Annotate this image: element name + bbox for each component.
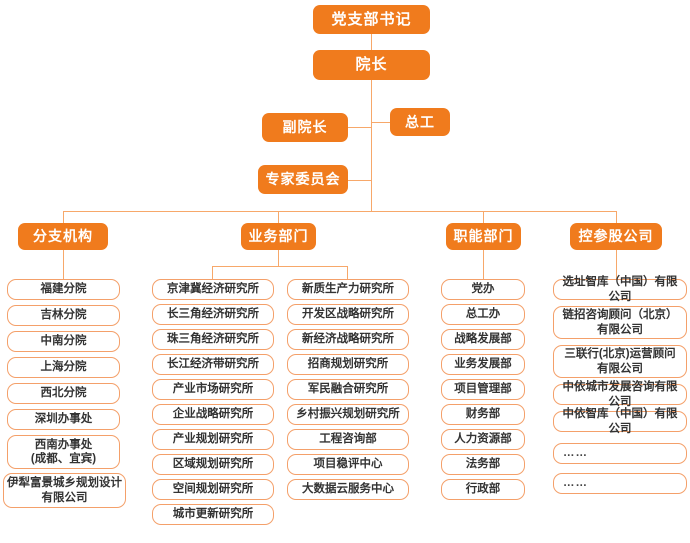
connector-chief-engineer [371,122,390,123]
list-item[interactable]: 长三角经济研究所 [152,304,274,325]
connector-business-left-drop [212,266,213,279]
list-item[interactable]: 大数据云服务中心 [287,479,409,500]
list-item[interactable]: 产业规划研究所 [152,429,274,450]
connector-drop-companies [616,211,617,223]
list-item[interactable]: 吉林分院 [7,305,120,326]
connector-branch-column [63,250,64,279]
list-item[interactable]: 深圳办事处 [7,409,120,430]
list-item[interactable]: 链招咨询顾问（北京） 有限公司 [553,306,687,339]
connector-business-right-drop [347,266,348,279]
list-item[interactable]: 中南分院 [7,331,120,352]
list-item[interactable]: 珠三角经济研究所 [152,329,274,350]
list-item[interactable]: 中依智库（中国）有限公司 [553,408,687,435]
list-item[interactable]: …… [553,443,687,464]
connector-category-bus [63,211,616,212]
connector-drop-branch [63,211,64,223]
list-item[interactable]: 项目稳评中心 [287,454,409,475]
list-item[interactable]: 城市更新研究所 [152,504,274,525]
list-item[interactable]: 业务发展部 [441,354,525,375]
node-president[interactable]: 院长 [313,50,430,80]
connector-functional-column [483,250,484,279]
connector-president-trunk [371,80,372,211]
list-item[interactable]: 中依城市发展咨询有限公司 [553,381,687,408]
list-item[interactable]: 行政部 [441,479,525,500]
list-item[interactable]: 长江经济带研究所 [152,354,274,375]
list-item[interactable]: 三联行(北京)运营顾问 有限公司 [553,345,687,378]
connector-drop-business [278,211,279,223]
node-expert-committee[interactable]: 专家委员会 [258,165,348,194]
connector-companies-column [616,250,617,279]
list-item[interactable]: …… [553,473,687,494]
list-item[interactable]: 京津冀经济研究所 [152,279,274,300]
node-vice-president[interactable]: 副院长 [262,113,348,142]
list-item[interactable]: 招商规划研究所 [287,354,409,375]
list-item[interactable]: 财务部 [441,404,525,425]
list-item[interactable]: 福建分院 [7,279,120,300]
connector-business-stem [278,250,279,266]
node-party-secretary[interactable]: 党支部书记 [313,5,430,34]
list-item[interactable]: 乡村振兴规划研究所 [287,404,409,425]
list-item[interactable]: 工程咨询部 [287,429,409,450]
list-item[interactable]: 法务部 [441,454,525,475]
list-item[interactable]: 上海分院 [7,357,120,378]
list-item[interactable]: 空间规划研究所 [152,479,274,500]
connector-drop-functional [483,211,484,223]
category-header-companies[interactable]: 控参股公司 [570,223,662,250]
list-item[interactable]: 战略发展部 [441,329,525,350]
list-item[interactable]: 总工办 [441,304,525,325]
list-item[interactable]: 产业市场研究所 [152,379,274,400]
connector-secretary-president [371,34,372,50]
list-item[interactable]: 人力资源部 [441,429,525,450]
connector-vice-president [348,127,371,128]
list-item[interactable]: 伊犁富景城乡规划设计 有限公司 [3,473,126,508]
list-item[interactable]: 企业战略研究所 [152,404,274,425]
connector-expert-committee [348,180,371,181]
list-item[interactable]: 选址智库（中国）有限公司 [553,276,687,303]
list-item[interactable]: 区域规划研究所 [152,454,274,475]
list-item[interactable]: 党办 [441,279,525,300]
connector-business-split [212,266,347,267]
category-header-functional[interactable]: 职能部门 [446,223,521,250]
list-item[interactable]: 西北分院 [7,383,120,404]
list-item[interactable]: 新质生产力研究所 [287,279,409,300]
list-item[interactable]: 新经济战略研究所 [287,329,409,350]
category-header-business[interactable]: 业务部门 [241,223,316,250]
list-item[interactable]: 开发区战略研究所 [287,304,409,325]
list-item[interactable]: 项目管理部 [441,379,525,400]
node-chief-engineer[interactable]: 总工 [390,108,450,136]
category-header-branch[interactable]: 分支机构 [18,223,108,250]
list-item[interactable]: 西南办事处 (成都、宜宾) [7,435,120,469]
list-item[interactable]: 军民融合研究所 [287,379,409,400]
